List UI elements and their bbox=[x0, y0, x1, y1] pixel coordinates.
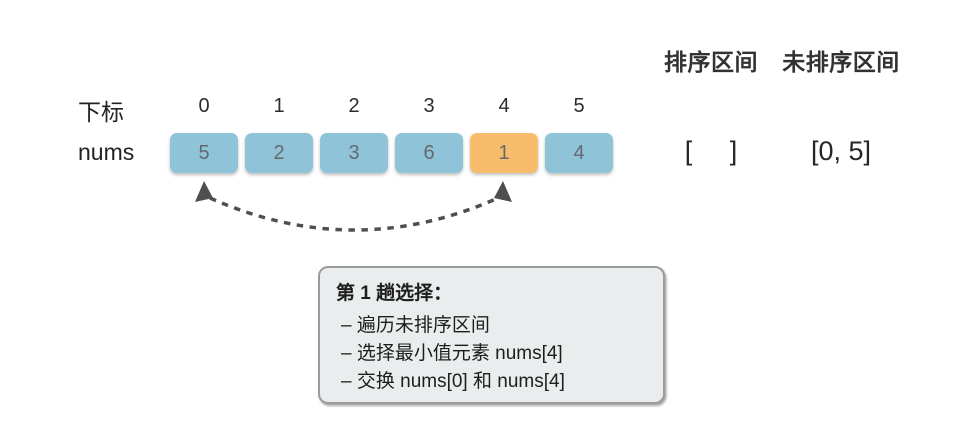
index-value: 2 bbox=[348, 95, 360, 117]
index-value: 4 bbox=[498, 95, 510, 117]
note-title: 第 1 趟选择： bbox=[336, 283, 453, 304]
sorted-interval-header: 排序区间 bbox=[664, 49, 758, 75]
nums-row-label: nums bbox=[78, 139, 135, 165]
index-value: 1 bbox=[273, 95, 285, 117]
index-value: 0 bbox=[198, 95, 210, 117]
index-value: 5 bbox=[573, 95, 585, 117]
swap-arrow-icon bbox=[195, 181, 512, 232]
nums-array-row: 5 2 3 6 1 4 bbox=[170, 133, 613, 173]
array-cell: 6 bbox=[395, 133, 463, 173]
note-item: – 选择最小值元素 nums[4] bbox=[341, 343, 563, 364]
array-cell: 2 bbox=[245, 133, 313, 173]
index-value: 3 bbox=[423, 95, 435, 117]
array-cell: 5 bbox=[170, 133, 238, 173]
step-note-box: 第 1 趟选择： – 遍历未排序区间 – 选择最小值元素 nums[4] – 交… bbox=[318, 266, 665, 404]
unsorted-interval-header: 未排序区间 bbox=[782, 49, 900, 75]
array-cell: 3 bbox=[320, 133, 388, 173]
index-row-label: 下标 bbox=[78, 99, 124, 125]
index-row: 0 1 2 3 4 5 bbox=[170, 95, 613, 118]
unsorted-interval-value: [0, 5] bbox=[810, 136, 872, 166]
note-item: – 遍历未排序区间 bbox=[341, 315, 490, 336]
array-cell-highlighted: 1 bbox=[470, 133, 538, 173]
array-cell: 4 bbox=[545, 133, 613, 173]
sorted-interval-value: [ ] bbox=[684, 136, 738, 166]
note-item: – 交换 nums[0] 和 nums[4] bbox=[341, 371, 565, 392]
